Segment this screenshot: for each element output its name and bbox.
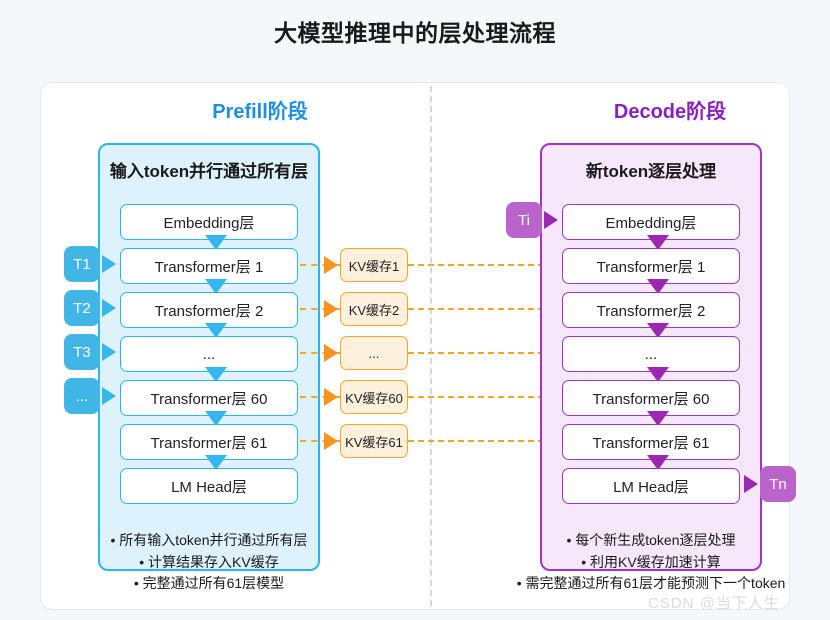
decode-layer-transformer-1[interactable]: Transformer层 1 [562,248,740,284]
decode-layer-ellipsis[interactable]: ... [562,336,740,372]
cache-connector-out [408,352,544,354]
prefill-bullet-2: • 计算结果存入KV缓存 [139,553,279,570]
cache-arrow-icon [324,300,338,318]
flow-arrow-icon [205,455,227,470]
cache-arrow-icon [324,344,338,362]
cache-arrow-icon [324,432,338,450]
flow-arrow-icon [647,279,669,294]
token-badge-ti[interactable]: Ti [506,202,542,238]
token-badge-t3[interactable]: T3 [64,334,100,370]
page-title: 大模型推理中的层处理流程 [274,20,556,46]
token-arrow-icon [102,299,116,317]
decode-panel-title: 新token逐层处理 [585,162,717,181]
cache-connector-in [300,308,340,310]
decode-bullets: • 每个新生成token逐层处理 • 利用KV缓存加速计算 • 需完整通过所有6… [501,530,801,595]
flow-arrow-icon [205,411,227,426]
flow-arrow-icon [205,323,227,338]
prefill-layer-transformer-1[interactable]: Transformer层 1 [120,248,298,284]
flow-arrow-icon [205,279,227,294]
cache-arrow-icon [324,256,338,274]
decode-bullet-1: • 每个新生成token逐层处理 [566,532,736,548]
decode-bullet-3: • 需完整通过所有61层才能预测下一个token [516,575,786,592]
prefill-stage-heading: Prefill阶段 [212,101,308,123]
prefill-layer-embedding[interactable]: Embedding层 [120,204,298,240]
flow-arrow-icon [647,367,669,382]
decode-layer-transformer-2[interactable]: Transformer层 2 [562,292,740,328]
flow-arrow-icon [205,235,227,250]
cache-connector-out [408,440,544,442]
prefill-bullet-1: • 所有输入token并行通过所有层 [110,532,308,548]
kv-cache-ellipsis[interactable]: ... [340,336,408,370]
token-badge-t1[interactable]: T1 [64,246,100,282]
token-arrow-icon [544,211,558,229]
decode-layer-transformer-61[interactable]: Transformer层 61 [562,424,740,460]
prefill-layer-transformer-2[interactable]: Transformer层 2 [120,292,298,328]
flow-arrow-icon [647,323,669,338]
cache-connector-in [300,440,340,442]
decode-panel: 新token逐层处理 Embedding层 Transformer层 1 Tra… [540,143,762,571]
flow-arrow-icon [647,235,669,250]
cache-connector-in [300,352,340,354]
decode-bullet-2: • 利用KV缓存加速计算 [581,553,721,570]
kv-cache-61[interactable]: KV缓存61 [340,424,408,458]
kv-cache-60[interactable]: KV缓存60 [340,380,408,414]
prefill-layer-transformer-61[interactable]: Transformer层 61 [120,424,298,460]
prefill-layer-lm-head[interactable]: LM Head层 [120,468,298,504]
decode-layer-lm-head[interactable]: LM Head层 [562,468,740,504]
flow-arrow-icon [205,367,227,382]
kv-cache-1[interactable]: KV缓存1 [340,248,408,282]
prefill-bullet-3: • 完整通过所有61层模型 [133,575,285,592]
cache-connector-out [408,308,544,310]
prefill-bullets: • 所有输入token并行通过所有层 • 计算结果存入KV缓存 • 完整通过所有… [59,530,359,595]
flow-arrow-icon [647,455,669,470]
token-arrow-icon [102,387,116,405]
token-badge-more[interactable]: ... [64,378,100,414]
token-arrow-icon [102,343,116,361]
token-badge-tn[interactable]: Tn [760,466,796,502]
cache-connector-in [300,396,340,398]
prefill-panel-title: 输入token并行通过所有层 [109,162,309,181]
token-arrow-icon [744,475,758,493]
cache-connector-out [408,264,544,266]
cache-connector-out [408,396,544,398]
flow-arrow-icon [647,411,669,426]
cache-connector-in [300,264,340,266]
decode-stage-heading: Decode阶段 [613,101,727,123]
watermark: CSDN @当下人生 [648,595,780,612]
stage-divider [430,86,432,606]
prefill-layer-ellipsis[interactable]: ... [120,336,298,372]
token-arrow-icon [102,255,116,273]
token-badge-t2[interactable]: T2 [64,290,100,326]
cache-arrow-icon [324,388,338,406]
kv-cache-2[interactable]: KV缓存2 [340,292,408,326]
prefill-panel: 输入token并行通过所有层 Embedding层 Transformer层 1… [98,143,320,571]
